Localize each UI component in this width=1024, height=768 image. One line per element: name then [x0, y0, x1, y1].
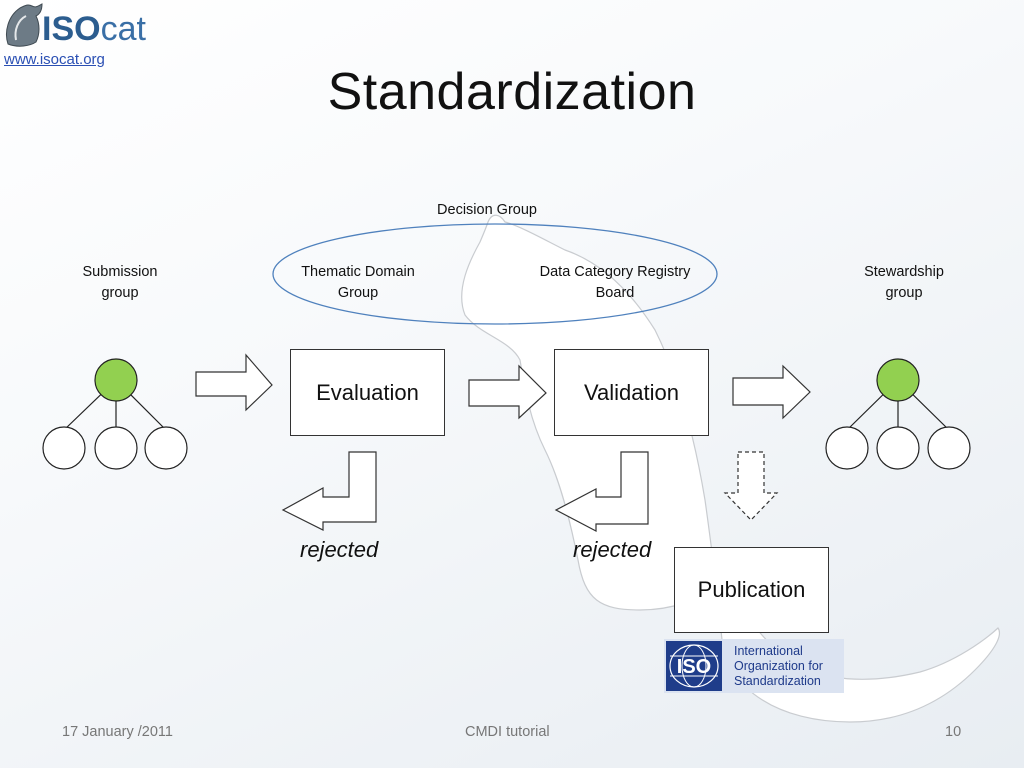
iso-name-line-3: Standardization — [734, 674, 821, 688]
submission-group-label: Submission group — [40, 262, 200, 304]
rejected-label-2: rejected — [573, 537, 652, 562]
publication-box: Publication — [674, 547, 829, 633]
iso-logo: ISO International Organization for Stand… — [664, 639, 844, 693]
thematic-domain-label: Thematic Domain Group — [273, 262, 443, 304]
validation-box: Validation — [554, 349, 709, 436]
footer-date: 17 January /2011 — [62, 724, 173, 740]
decision-group-label: Decision Group — [437, 202, 537, 218]
submission-line-2: group — [101, 285, 139, 301]
stewardship-line-1: Stewardship — [864, 264, 944, 280]
decision-group-ellipse — [272, 223, 718, 325]
iso-globe-icon: ISO — [666, 641, 722, 691]
stewardship-tree — [825, 358, 971, 470]
isocat-cat-icon — [6, 3, 43, 47]
evaluation-box: Evaluation — [290, 349, 445, 436]
stewardship-line-2: group — [885, 285, 923, 301]
thematic-line-2: Group — [337, 285, 379, 301]
isocat-logo: ISOcat — [42, 10, 146, 48]
logo-iso-text: ISO — [42, 10, 101, 48]
submission-tree — [42, 358, 188, 470]
reject-arrow-evaluation — [281, 451, 377, 531]
iso-name-line-2: Organization for — [734, 659, 823, 673]
arrow-to-validation — [468, 364, 547, 420]
logo-cat-text: cat — [100, 10, 146, 48]
arrow-to-evaluation — [195, 353, 273, 412]
page-number: 10 — [945, 724, 962, 740]
footer-title: CMDI tutorial — [465, 724, 550, 740]
rejected-label-1: rejected — [300, 537, 379, 562]
iso-mark-text: ISO — [677, 656, 711, 678]
dcr-board-label: Data Category Registry Board — [515, 262, 715, 304]
thematic-line-1: Thematic Domain — [301, 264, 415, 280]
submission-line-1: Submission — [82, 264, 158, 280]
iso-name: International Organization for Standardi… — [734, 644, 823, 689]
iso-name-line-1: International — [734, 644, 803, 658]
dcr-line-2: Board — [595, 285, 635, 301]
arrow-to-stewardship — [732, 364, 811, 420]
reject-arrow-validation — [554, 451, 649, 532]
dcr-line-1: Data Category Registry — [539, 264, 691, 280]
slide-title: Standardization — [327, 63, 697, 121]
arrow-to-publication — [723, 451, 779, 521]
isocat-url-link[interactable]: www.isocat.org — [4, 51, 105, 68]
stewardship-group-label: Stewardship group — [824, 262, 984, 304]
